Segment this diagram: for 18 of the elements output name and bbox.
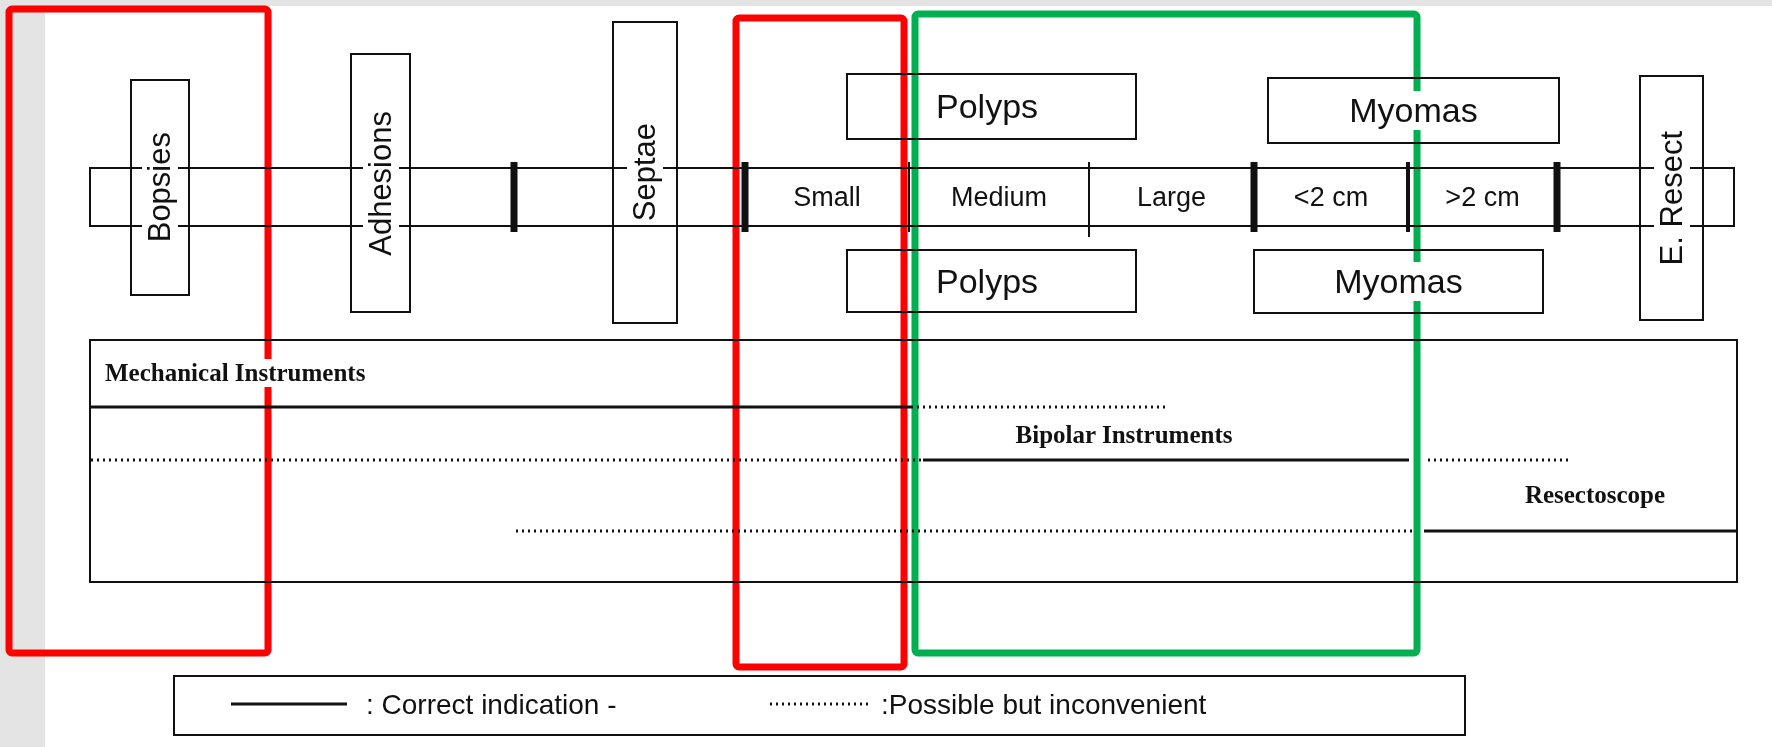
legend-text: : Correct indication - [366,689,617,721]
label-text: Septae [627,123,663,222]
label-box [1639,75,1704,321]
label-text: E. Resect [1653,130,1690,266]
label-box [350,53,411,313]
label-box [130,79,190,296]
label-box [1253,249,1544,314]
label-text: Bopsies [142,132,178,243]
instruments-table [89,339,1738,583]
label-text: Adhesions [362,110,399,256]
legend-text: :Possible but inconvenient [881,689,1207,721]
label-text: Myomas [1349,91,1478,130]
label-box [846,249,1137,313]
instrument-name: Mechanical Instruments [105,359,366,387]
label-box [846,73,1137,140]
label-text: Myomas [1334,262,1463,301]
label-box [1267,77,1560,144]
label-box [612,21,678,324]
